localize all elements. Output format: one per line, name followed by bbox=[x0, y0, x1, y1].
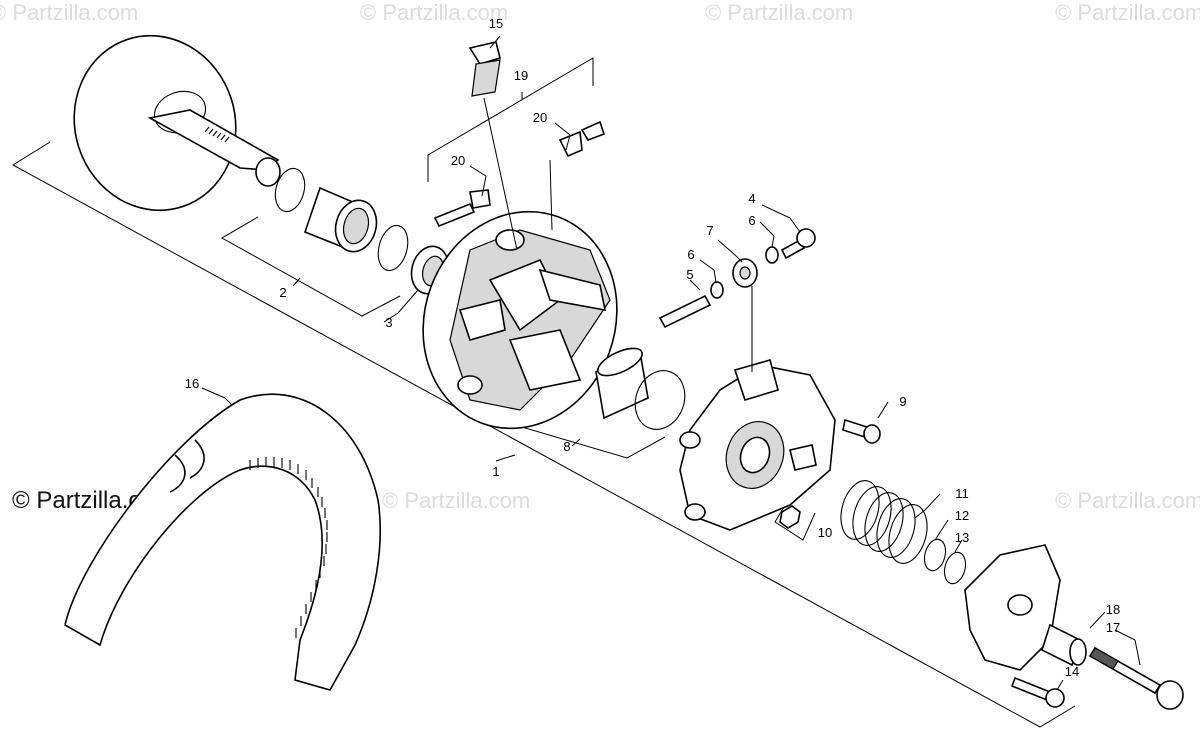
callout-6-upper: 6 bbox=[748, 213, 755, 228]
callout-20-upper: 20 bbox=[533, 110, 547, 125]
callout-12: 12 bbox=[955, 508, 969, 523]
callout-15: 15 bbox=[489, 16, 503, 31]
callout-3: 3 bbox=[385, 315, 392, 330]
callout-5: 5 bbox=[686, 267, 693, 282]
callout-9: 9 bbox=[899, 394, 906, 409]
assembly-bracket-1 bbox=[12, 141, 1076, 728]
callout-17: 17 bbox=[1106, 620, 1120, 635]
assembly-bracket-19 bbox=[427, 57, 594, 182]
callout-labels: 1 2 3 4 5 6 6 7 8 9 10 11 12 13 14 15 16… bbox=[185, 16, 1120, 679]
watermark-top-center: © Partzilla.com bbox=[360, 0, 508, 25]
watermark-middle: © Partzilla.com bbox=[382, 488, 530, 513]
roller-7 bbox=[732, 258, 758, 288]
fixed-sheave bbox=[73, 34, 281, 212]
ring-13 bbox=[943, 551, 967, 585]
callout-10: 10 bbox=[818, 525, 832, 540]
washer-6-upper bbox=[765, 246, 779, 264]
callout-6-lower: 6 bbox=[687, 247, 694, 262]
callout-7: 7 bbox=[706, 223, 713, 238]
snap-ring-8 bbox=[634, 370, 686, 430]
snap-ring-middle bbox=[377, 224, 409, 272]
washer-6-lower bbox=[710, 281, 724, 299]
nut-10 bbox=[779, 505, 801, 529]
snap-ring-left bbox=[274, 167, 306, 213]
pin-20 bbox=[433, 189, 491, 228]
callout-16: 16 bbox=[185, 376, 199, 391]
shaft-thread bbox=[204, 126, 230, 143]
bushing-sleeve bbox=[303, 186, 378, 253]
watermark-top-far-right: © Partzilla.com bbox=[1055, 0, 1200, 25]
callout-20-lower: 20 bbox=[451, 153, 465, 168]
roller-pin-5 bbox=[658, 294, 712, 329]
drive-belt-16 bbox=[64, 393, 382, 691]
movable-sheave bbox=[422, 210, 618, 430]
callout-1: 1 bbox=[492, 464, 499, 479]
callout-8: 8 bbox=[563, 439, 570, 454]
assembly-bracket-2 bbox=[220, 216, 401, 317]
callout-19: 19 bbox=[514, 68, 528, 83]
bolt-17 bbox=[1088, 646, 1184, 710]
screw-20-upper bbox=[558, 120, 606, 158]
callout-2: 2 bbox=[279, 285, 286, 300]
leader-lines bbox=[201, 35, 1141, 691]
assembly-bracket-10 bbox=[774, 496, 816, 541]
watermark-top-left: © Partzilla.com bbox=[0, 0, 138, 25]
bolt-4 bbox=[780, 228, 816, 260]
weight-15 bbox=[468, 41, 501, 97]
spider-cover bbox=[679, 359, 836, 531]
belt-teeth bbox=[249, 457, 328, 638]
callout-13: 13 bbox=[955, 530, 969, 545]
watermark-right: © Partzilla.com bbox=[1055, 488, 1200, 513]
callout-18: 18 bbox=[1106, 602, 1120, 617]
screw-14 bbox=[1010, 676, 1065, 708]
spring-11 bbox=[840, 480, 928, 564]
bolt-9 bbox=[842, 418, 881, 444]
bushing-18 bbox=[1041, 623, 1087, 667]
callout-14: 14 bbox=[1065, 664, 1079, 679]
callout-4: 4 bbox=[748, 191, 755, 206]
ring-12 bbox=[923, 538, 947, 572]
watermark-top-right: © Partzilla.com bbox=[705, 0, 853, 25]
callout-11: 11 bbox=[955, 486, 969, 501]
